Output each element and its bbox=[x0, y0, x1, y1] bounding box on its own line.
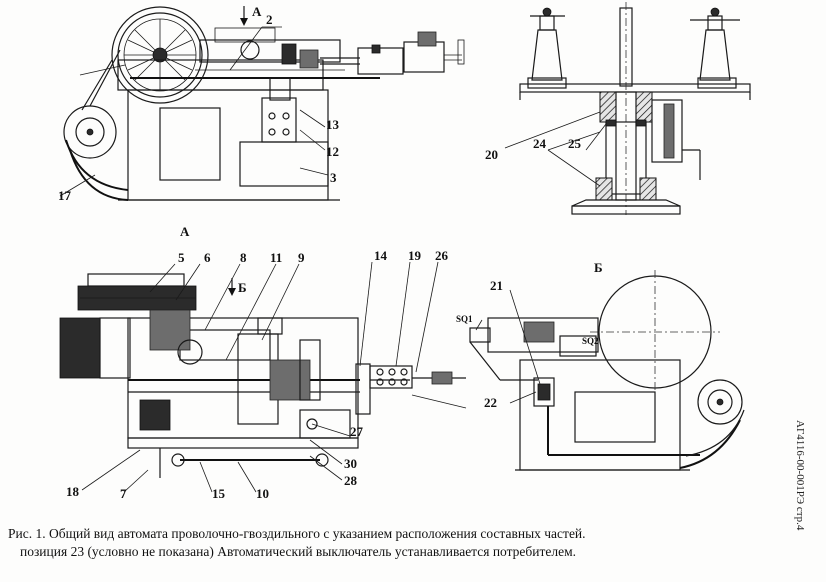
part-label-14: 14 bbox=[374, 248, 388, 263]
part-label-15: 15 bbox=[212, 486, 226, 501]
part-label-8: 8 bbox=[240, 250, 247, 265]
document-code: АГ4116-00-001РЭ стр.4 bbox=[794, 420, 806, 531]
top-left-side-view bbox=[59, 6, 465, 201]
part-label-17: 17 bbox=[58, 188, 72, 203]
part-label-12: 12 bbox=[326, 144, 339, 159]
caption-line-1: Рис. 1. Общий вид автомата проволочно-гв… bbox=[8, 526, 586, 541]
view-label-b-left: Б bbox=[238, 280, 247, 295]
part-label-7: 7 bbox=[120, 486, 127, 501]
bottom-left-plan-view bbox=[59, 261, 467, 493]
view-label-a-top: А bbox=[252, 4, 262, 19]
part-label-30: 30 bbox=[344, 456, 357, 471]
part-label-13: 13 bbox=[326, 117, 340, 132]
figure-caption: Рис. 1. Общий вид автомата проволочно-гв… bbox=[8, 525, 748, 561]
part-label-5: 5 bbox=[178, 250, 185, 265]
switch-label-sq1: SQ1 bbox=[456, 314, 473, 324]
part-label-18: 18 bbox=[66, 484, 80, 499]
view-label-a-bottom: А bbox=[180, 224, 190, 239]
part-label-22: 22 bbox=[484, 395, 497, 410]
technical-drawing: А А Б Б 2 13 12 3 17 20 24 25 5 6 8 11 9… bbox=[58, 2, 751, 501]
part-label-24: 24 bbox=[533, 136, 547, 151]
part-label-10: 10 bbox=[256, 486, 269, 501]
caption-line-2: позиция 23 (условно не показана) Автомат… bbox=[20, 544, 577, 559]
part-label-27: 27 bbox=[350, 424, 364, 439]
switch-label-sq2: SQ2 bbox=[582, 336, 599, 346]
part-label-28: 28 bbox=[344, 473, 358, 488]
part-label-2: 2 bbox=[266, 12, 273, 27]
part-label-9: 9 bbox=[298, 250, 305, 265]
bottom-right-view-b bbox=[469, 270, 745, 471]
part-label-25: 25 bbox=[568, 136, 582, 151]
view-label-b-right: Б bbox=[594, 260, 603, 275]
part-label-11: 11 bbox=[270, 250, 282, 265]
part-label-26: 26 bbox=[435, 248, 449, 263]
part-label-20: 20 bbox=[485, 147, 498, 162]
top-right-section-view bbox=[504, 2, 751, 215]
part-label-6: 6 bbox=[204, 250, 211, 265]
part-label-19: 19 bbox=[408, 248, 422, 263]
part-label-21: 21 bbox=[490, 278, 503, 293]
part-label-3: 3 bbox=[330, 170, 337, 185]
